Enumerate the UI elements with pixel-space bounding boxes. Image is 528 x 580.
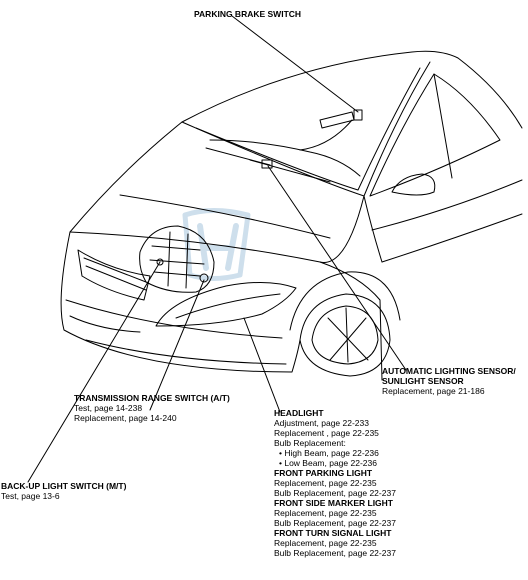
front-parking-replacement: Replacement, page 22-235 <box>274 478 377 488</box>
side-marker-bulb: Bulb Replacement, page 22-237 <box>274 518 396 528</box>
auto-light-replacement: Replacement, page 21-186 <box>382 386 485 396</box>
parking-brake-callout: PARKING BRAKE SWITCH <box>194 9 301 19</box>
transmission-callout: TRANSMISSION RANGE SWITCH (A/T) Test, pa… <box>74 393 230 423</box>
headlight-low-beam: • Low Beam, page 22-236 <box>279 458 377 468</box>
backup-title: BACK-UP LIGHT SWITCH (M/T) <box>1 481 127 491</box>
headlight-adjustment: Adjustment, page 22-233 <box>274 418 369 428</box>
leader-lines <box>27 15 407 483</box>
headlight-high-beam: • High Beam, page 22-236 <box>279 448 379 458</box>
turn-signal-title: FRONT TURN SIGNAL LIGHT <box>274 528 392 538</box>
headlight-title: HEADLIGHT <box>274 408 324 418</box>
front-parking-title: FRONT PARKING LIGHT <box>274 468 373 478</box>
backup-test: Test, page 13-6 <box>1 491 60 501</box>
auto-light-title-1: AUTOMATIC LIGHTING SENSOR/ <box>382 366 516 376</box>
headlight-replacement: Replacement , page 22-235 <box>274 428 379 438</box>
headlight-callout: HEADLIGHT Adjustment, page 22-233 Replac… <box>274 408 396 558</box>
turn-signal-bulb: Bulb Replacement, page 22-237 <box>274 548 396 558</box>
transmission-assembly <box>139 225 215 293</box>
backup-callout: BACK-UP LIGHT SWITCH (M/T) Test, page 13… <box>1 481 126 501</box>
light-sensor-part <box>261 159 273 169</box>
auto-light-title-2: SUNLIGHT SENSOR <box>382 376 464 386</box>
transmission-title: TRANSMISSION RANGE SWITCH (A/T) <box>74 393 230 403</box>
side-marker-title: FRONT SIDE MARKER LIGHT <box>274 498 393 508</box>
front-parking-bulb: Bulb Replacement, page 22-237 <box>274 488 396 498</box>
turn-signal-replacement: Replacement, page 22-235 <box>274 538 377 548</box>
transmission-test: Test, page 14-238 <box>74 403 143 413</box>
parking-brake-label: PARKING BRAKE SWITCH <box>194 9 302 19</box>
car-body <box>60 50 523 381</box>
auto-light-callout: AUTOMATIC LIGHTING SENSOR/ SUNLIGHT SENS… <box>382 366 516 396</box>
side-marker-replacement: Replacement, page 22-235 <box>274 508 377 518</box>
transmission-replacement: Replacement, page 14-240 <box>74 413 177 423</box>
headlight-bulb-replacement: Bulb Replacement: <box>274 438 346 448</box>
